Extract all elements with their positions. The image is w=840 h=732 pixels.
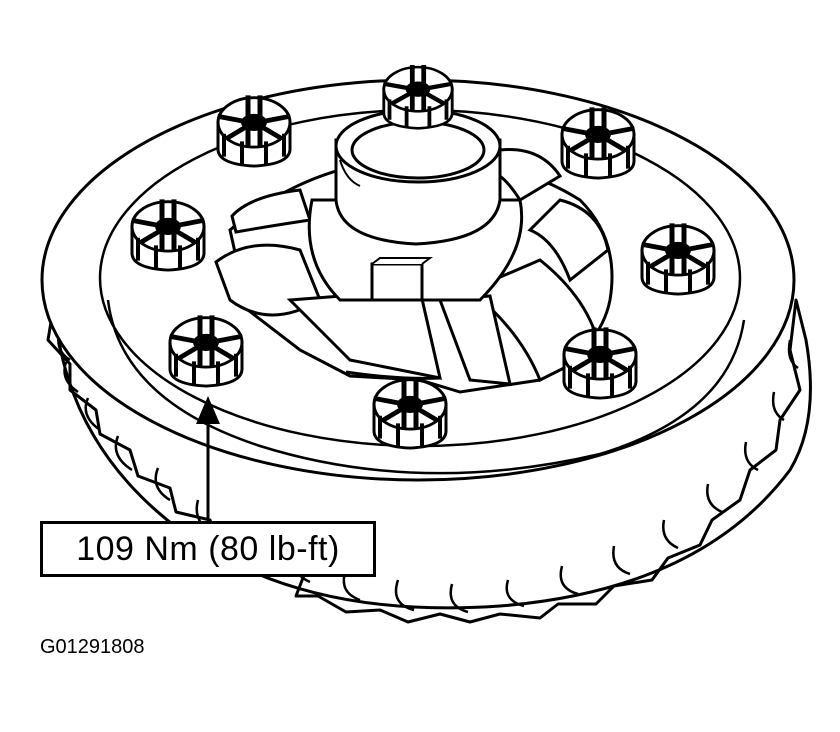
differential-case [214,108,614,394]
bolt-7 [132,202,204,270]
figure-id: G01291808 [40,636,145,658]
bolt-4 [564,330,636,398]
bolt-8 [218,98,290,166]
torque-label: 109 Nm (80 lb-ft) [76,529,340,568]
torque-callout: 109 Nm (80 lb-ft) [40,521,376,577]
bolt-5 [374,380,446,448]
bolt-2 [562,110,634,178]
bolt-1 [384,67,452,128]
bolt-6 [170,318,242,386]
bolt-3 [642,226,714,294]
callout-arrow [196,396,220,520]
